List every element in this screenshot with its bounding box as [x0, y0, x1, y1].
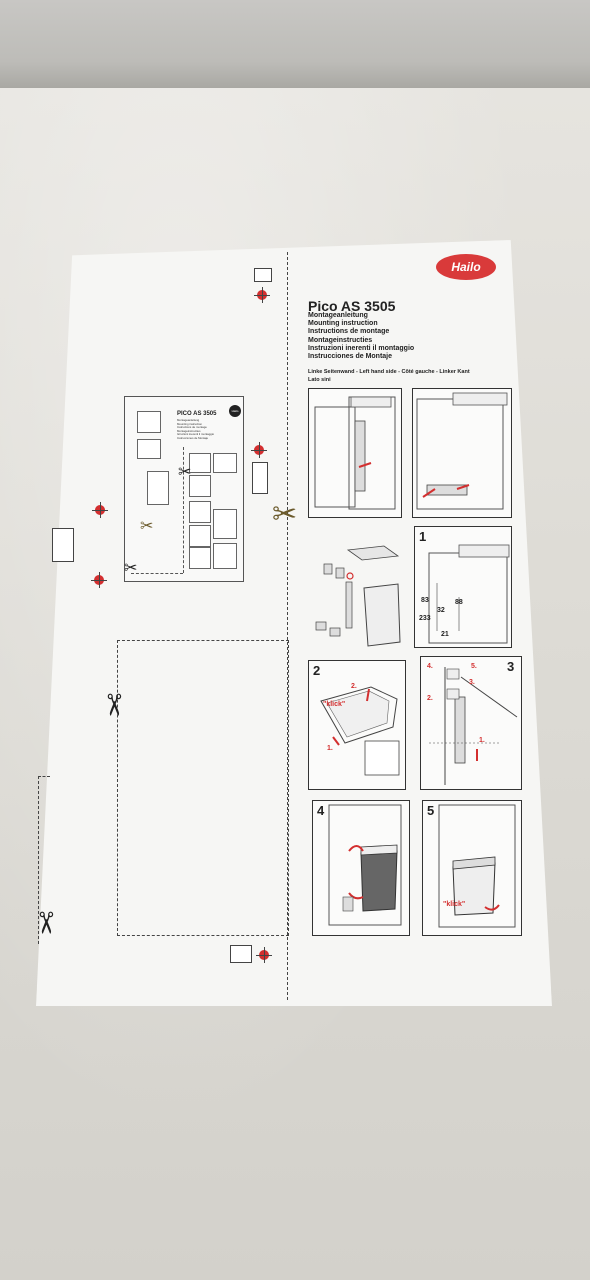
language-list: Montageanleitung Mounting instruction In… [308, 312, 414, 361]
step-5-diagram [438, 804, 516, 928]
side-caption-line: Linke Seitenwand - Left hand side - Côté… [308, 369, 470, 375]
language-line: Mounting instruction [308, 320, 378, 328]
drill-target-icon [92, 502, 108, 518]
drill-target-icon [254, 287, 270, 303]
language-line: Montageanleitung [308, 312, 368, 319]
bracket-diagram-bottom [230, 945, 252, 963]
template-cell [213, 453, 237, 473]
side-caption-line: Lato sini [308, 377, 331, 383]
template-text-line: Mounting instruction [177, 421, 203, 426]
language-line: Instruzioni inerenti il montaggio [308, 344, 415, 352]
scissors-icon: ✂ [178, 464, 192, 481]
side-caption: Linke Seitenwand - Left hand side - Côté… [308, 368, 470, 384]
step-3-panel: 3 4. 5. 3. 2. 1. [420, 656, 522, 790]
step-label: 1. [479, 737, 485, 744]
template-cell [213, 509, 237, 539]
step-number: 5 [427, 803, 435, 818]
dimension-label: 32 [437, 607, 445, 614]
click-label: "klick" [323, 701, 346, 708]
step-1-diagram [428, 544, 510, 644]
scissors-icon: ✂ [272, 498, 298, 531]
step-number: 4 [317, 803, 325, 818]
step-3-diagram [429, 667, 518, 785]
cutout-edge-left [38, 776, 39, 944]
step-label: 2. [427, 695, 433, 702]
step-label: 1. [327, 745, 333, 752]
cabinet-illustration [416, 392, 508, 510]
step-5-panel: 5 "klick" [422, 800, 522, 936]
template-cell [137, 411, 161, 433]
bracket-diagram-left [52, 528, 74, 562]
overview-panel-left [308, 388, 402, 518]
drill-target-icon [91, 572, 107, 588]
dimension-label: 233 [419, 615, 431, 622]
brand-logo: Hailo [436, 254, 496, 280]
language-line: Montageinstructies [308, 336, 373, 344]
step-4-diagram [328, 804, 402, 926]
step-2-diagram [320, 686, 400, 776]
bracket-diagram-top [254, 268, 272, 282]
cutout-box-large [117, 640, 289, 936]
template-text-line: Montageinstructies [177, 428, 201, 433]
background-wall [0, 0, 590, 88]
document-title: Pico AS 3505 [308, 298, 396, 314]
template-thumbnail: Hailo PICO AS 3505 Montageanleitung Moun… [124, 396, 244, 582]
step-number: 1 [419, 529, 427, 544]
parts-drawing [315, 545, 401, 647]
step-label: 5. [471, 663, 477, 670]
template-text-line: Instrucciones de Montaje [177, 435, 209, 440]
scissors-icon: ✂ [140, 518, 154, 535]
template-dashed-line [131, 573, 183, 574]
template-cell [189, 501, 211, 523]
drill-target-icon [256, 947, 272, 963]
dimension-label: 21 [441, 631, 449, 638]
click-label: "klick" [443, 901, 466, 908]
template-title: PICO AS 3505 [177, 411, 217, 417]
template-text-line: Montageanleitung [177, 418, 200, 422]
scissors-icon: ✂ [96, 692, 130, 718]
language-line: Instructions de montage [308, 328, 390, 336]
template-cell [189, 475, 211, 497]
template-text-line: Istruzioni inerenti il montaggio [177, 432, 215, 437]
step-number: 3 [507, 659, 515, 674]
template-cell [189, 525, 211, 547]
template-cell [189, 547, 211, 569]
step-2-panel: 2 2. "klick" 1. [308, 660, 406, 790]
dimension-label: 88 [455, 599, 463, 606]
scissors-icon: ✂ [124, 560, 138, 577]
scissors-icon: ✂ [28, 910, 62, 936]
parts-illustration [306, 538, 410, 650]
template-cell [137, 439, 161, 459]
step-number: 2 [313, 663, 321, 678]
dimension-label: 83 [421, 597, 429, 604]
template-cell [147, 471, 169, 505]
step-label: 3. [469, 679, 475, 686]
step-1-panel: 1 83 32 88 233 21 [414, 526, 512, 648]
hinge-diagram [252, 462, 268, 494]
step-label: 2. [351, 683, 357, 690]
template-cell [213, 543, 237, 569]
cut-line-vertical [287, 252, 288, 1000]
template-dashed-line [183, 447, 184, 573]
cabinet-illustration [314, 396, 396, 510]
overview-panel-right [412, 388, 512, 518]
drill-target-icon [251, 442, 267, 458]
template-text-line: Instructions de montage [177, 425, 207, 430]
cutout-edge-top [38, 776, 50, 777]
template-cell [189, 453, 211, 473]
template-logo: Hailo [229, 405, 241, 417]
template-text: Montageanleitung Mounting instruction In… [177, 418, 215, 441]
language-line: Instrucciones de Montaje [308, 353, 393, 361]
step-label: 4. [427, 663, 433, 670]
step-4-panel: 4 [312, 800, 410, 936]
